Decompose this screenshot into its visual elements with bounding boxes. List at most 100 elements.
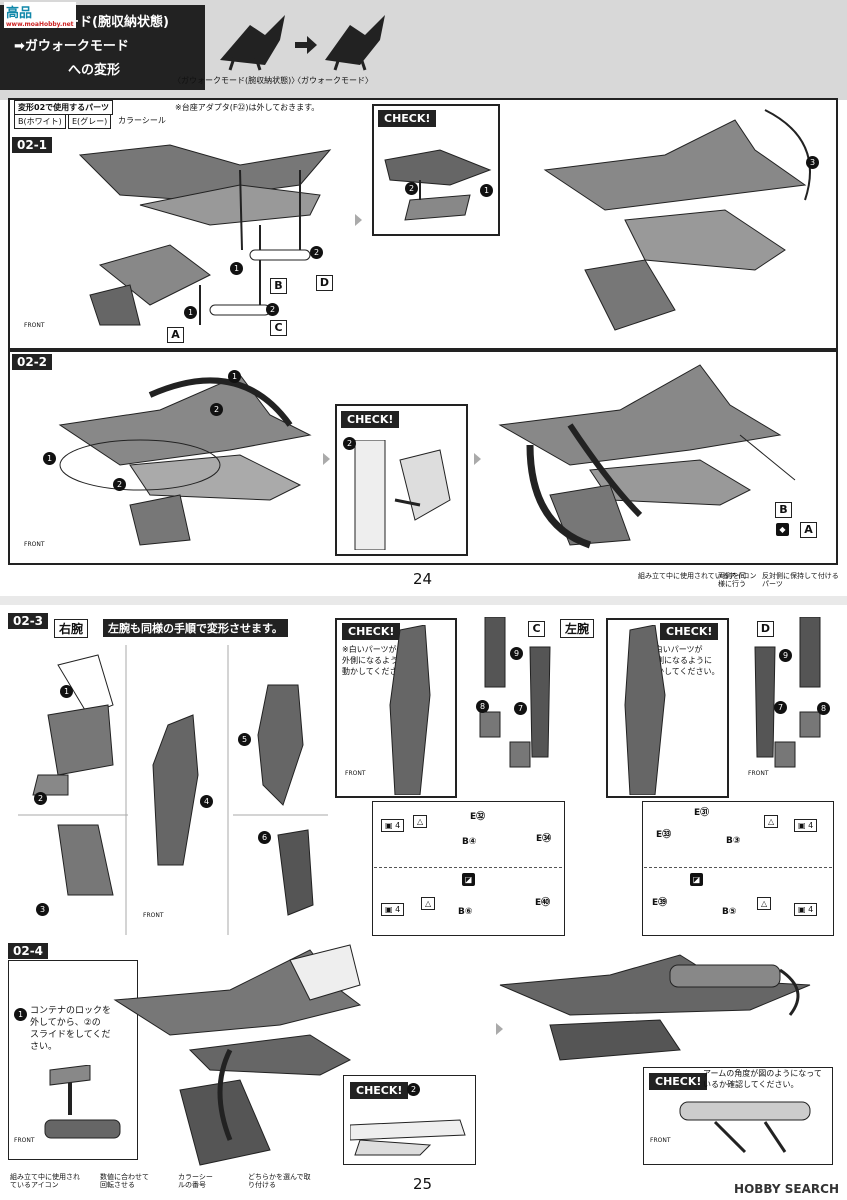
callout-2: 2 — [113, 478, 126, 491]
callout-3: 3 — [806, 156, 819, 169]
check-left-arm-illustration — [624, 625, 666, 795]
container-lock-note: コンテナのロックを 外してから、②の スライドをしてくだ さい。 — [30, 1006, 112, 1053]
callout-9: 9 — [510, 647, 523, 660]
check-label: CHECK! — [341, 411, 400, 428]
part-label-a: A — [800, 522, 817, 538]
choose-one-icon: ◪ — [690, 873, 703, 886]
legend-reverse-part: 反対側に保持して付けるパーツ — [762, 572, 839, 589]
part-label-b: B — [775, 502, 792, 518]
legend-used-icons: 組み立て中に使用されているアイコン — [10, 1173, 80, 1190]
container-lock-illustration — [44, 1065, 121, 1139]
step-02-2-illustration — [58, 374, 312, 546]
step-02-3-instruction: 左腕も同様の手順で変形させます。 — [103, 619, 288, 637]
callout-2: 2 — [310, 246, 323, 259]
step-02-3-label: 02-3 — [8, 613, 49, 629]
label-e34: E㉞ — [536, 834, 552, 844]
callout-1: 1 — [43, 452, 56, 465]
rotate-icon: △ — [757, 897, 772, 910]
check-label: CHECK! — [342, 623, 401, 640]
mode-transition-illustration — [220, 15, 385, 71]
color-seal-label: カラーシール — [118, 116, 166, 125]
reverse-side-icon: ◆ — [776, 523, 789, 536]
check-2-illustration — [354, 440, 451, 550]
next-arrow-icon — [323, 453, 330, 465]
callout-9: 9 — [779, 649, 792, 662]
front-indicator: FRONT — [24, 322, 45, 329]
check-label: CHECK! — [649, 1073, 708, 1090]
part-label-c: C — [270, 320, 287, 336]
page-number: 24 — [413, 570, 433, 588]
check-label: CHECK! — [378, 110, 437, 127]
title-line-3: への変形 — [68, 63, 121, 78]
parts-b-white: B(ホワイト) — [14, 114, 66, 129]
callout-5: 5 — [238, 733, 251, 746]
seal-4-icon: ▣ 4 — [381, 903, 405, 916]
callout-1: 1 — [60, 685, 73, 698]
step-02-4-result-illustration — [499, 954, 811, 1061]
callout-1: 1 — [480, 184, 493, 197]
callout-6: 6 — [258, 831, 271, 844]
part-label-b: B — [270, 278, 287, 294]
check-note-white-parts: ※白いパーツが 外側になるように 動かしてください。 — [342, 645, 414, 676]
parts-e-gray: E(グレー) — [68, 114, 112, 129]
legend-choose-one: どちらかを選んで取り付ける — [248, 1173, 311, 1190]
rotate-icon: △ — [421, 897, 436, 910]
label-e33: E㉝ — [656, 830, 672, 840]
front-indicator: FRONT — [143, 912, 164, 919]
title-line-2: ➡ガウォークモード — [14, 39, 129, 54]
step-02-4-illustration — [113, 944, 362, 1166]
check-label: CHECK! — [660, 623, 719, 640]
callout-4: 4 — [200, 795, 213, 808]
next-arrow-icon — [496, 1023, 503, 1035]
label-e40: E㊵ — [535, 898, 551, 908]
callout-2: 2 — [343, 437, 356, 450]
label-b4: B④ — [462, 837, 477, 847]
step-02-4-label: 02-4 — [8, 943, 49, 959]
callout-8: 8 — [476, 700, 489, 713]
label-e39: E㊴ — [652, 898, 668, 908]
callout-7: 7 — [774, 701, 787, 714]
arm-angle-note: アームの角度が図のようになって いるか確認してください。 — [703, 1069, 822, 1089]
label-e32: E㉜ — [470, 812, 486, 822]
front-indicator: FRONT — [748, 770, 769, 777]
manual-page-25: 02-3 右腕 左腕も同様の手順で変形させます。 1 2 3 4 5 6 FRO… — [0, 605, 847, 1200]
right-arm-label: 右腕 — [54, 619, 89, 638]
callout-2: 2 — [210, 403, 223, 416]
step-02-1-result-illustration — [543, 109, 811, 331]
legend-used-icons: 組み立て中に使用されているアイコン — [638, 572, 757, 580]
label-b5: B⑤ — [722, 907, 737, 917]
next-arrow-icon — [355, 214, 362, 226]
step-02-2-result-illustration — [498, 364, 796, 549]
parts-heading: 変形02で使用するパーツ — [14, 100, 113, 115]
callout-1: 1 — [14, 1008, 27, 1021]
part-c-assembly-illustration — [479, 617, 551, 768]
choose-one-icon: ◪ — [462, 873, 475, 886]
seal-4-icon: ▣ 4 — [794, 903, 818, 916]
callout-7: 7 — [514, 702, 527, 715]
callout-1: 1 — [230, 262, 243, 275]
next-arrow-icon — [474, 453, 481, 465]
part-label-a: A — [167, 327, 184, 343]
callout-3: 3 — [36, 903, 49, 916]
label-e31: E㉛ — [694, 808, 710, 818]
hobby-search-watermark: HOBBY SEARCH — [734, 1182, 839, 1196]
rotate-icon: △ — [764, 815, 779, 828]
seal-4-icon: ▣ 4 — [381, 819, 405, 832]
front-indicator: FRONT — [24, 541, 45, 548]
callout-2: 2 — [407, 1083, 420, 1096]
left-arm-label: 左腕 — [560, 619, 595, 638]
adapter-note: ※台座アダプタ(F㉒)は外しておきます。 — [175, 103, 320, 112]
front-indicator: FRONT — [650, 1137, 671, 1144]
step-02-2-label: 02-2 — [12, 354, 53, 370]
legend-seal-number: カラーシールの番号 — [178, 1173, 213, 1190]
mode-label-from: 〈ガウォークモード(腕収納状態)〉 — [173, 76, 300, 85]
check-container-illustration — [350, 1119, 466, 1156]
right-arm-transform-illustration — [18, 645, 328, 935]
front-indicator: FRONT — [345, 770, 366, 777]
check-label: CHECK! — [350, 1082, 409, 1099]
callout-2: 2 — [34, 792, 47, 805]
step-02-1-illustration — [78, 144, 332, 326]
callout-2: 2 — [405, 182, 418, 195]
